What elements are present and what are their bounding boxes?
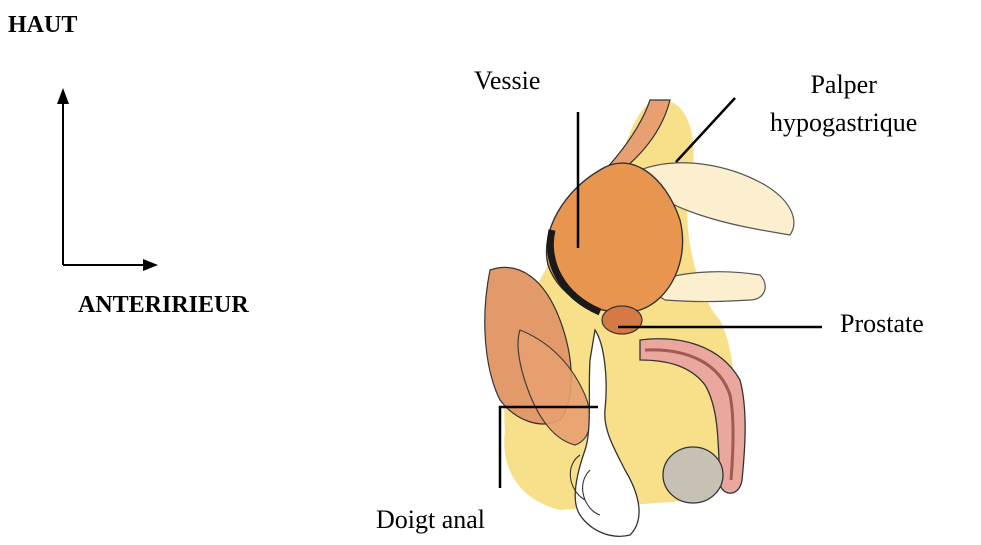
prostate-label: Prostate <box>840 309 924 339</box>
prostate-shape <box>602 306 642 334</box>
testis-shape <box>663 447 723 503</box>
pelvis-illustration <box>485 100 794 537</box>
orientation-axes <box>57 88 158 271</box>
palper-label-line2: hypogastrique <box>770 104 917 142</box>
anterior-arrow-icon <box>143 259 158 271</box>
anal-finger-label: Doigt anal <box>376 505 485 535</box>
up-orientation-label: HAUT <box>8 12 77 39</box>
anterior-orientation-label: ANTERIRIEUR <box>78 292 249 319</box>
hypogastric-palpation-label: Palper hypogastrique <box>770 66 917 142</box>
bladder-label: Vessie <box>474 66 540 96</box>
palper-label-line1: Palper <box>810 70 876 99</box>
up-arrow-icon <box>57 88 69 104</box>
